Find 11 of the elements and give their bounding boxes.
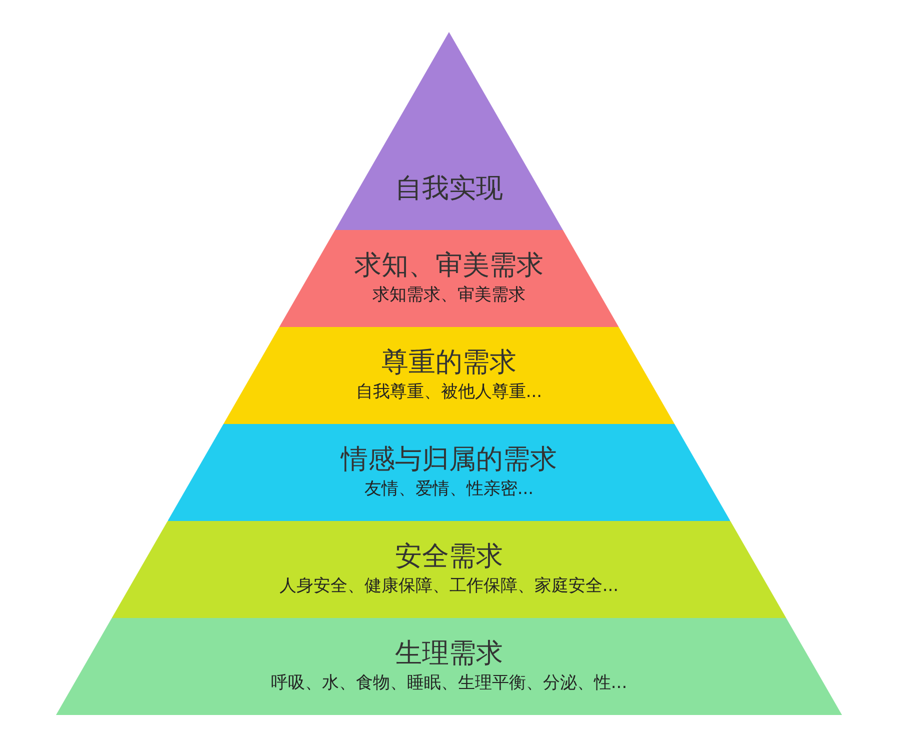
- level-title: 尊重的需求: [381, 346, 516, 380]
- level-title: 安全需求: [394, 540, 503, 574]
- level-title: 情感与归属的需求: [340, 442, 557, 477]
- level-title: 自我实现: [394, 172, 503, 206]
- level-examples: 友情、爱情、性亲密...: [364, 478, 534, 501]
- level-examples: 求知需求、审美需求: [372, 284, 526, 307]
- level-examples: 呼吸、水、食物、睡眠、生理平衡、分泌、性...: [270, 672, 628, 695]
- level-title: 求知、审美需求: [354, 248, 544, 283]
- level-examples: 自我尊重、被他人尊重...: [356, 380, 542, 404]
- level-title: 生理需求: [395, 636, 503, 671]
- level-examples: 人身安全、健康保障、工作保障、家庭安全...: [279, 574, 619, 598]
